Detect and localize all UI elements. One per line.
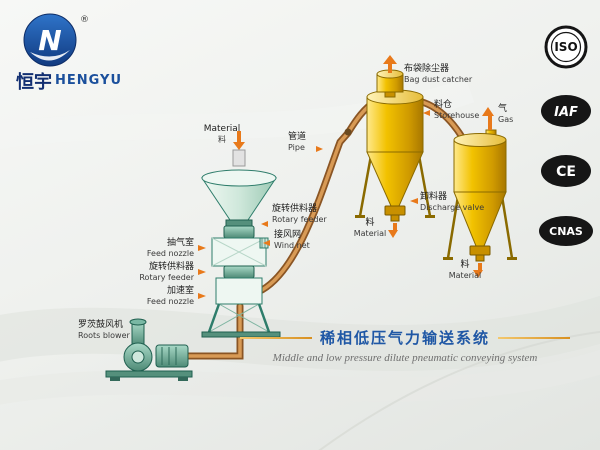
- label-line-2: Roots blower: [78, 330, 130, 340]
- label-line-2: Wind net: [274, 240, 310, 250]
- logo-swoosh: [30, 50, 70, 61]
- label-storehouse: 料仓 Storehouse: [434, 100, 506, 120]
- vessel2-body: [453, 139, 507, 193]
- label-rotary-feeder-left: 旋转供料器 Rotary feeder: [112, 262, 194, 282]
- flow-arrows: [198, 55, 494, 299]
- label-line-1: 罗茨鼓风机: [78, 320, 124, 330]
- brand-name-chinese: 恒宇: [16, 72, 52, 93]
- caption-title-english: Middle and low pressure dilute pneumatic…: [272, 352, 538, 364]
- caption-title-chinese: 稀相低压气力输送系统: [320, 329, 491, 347]
- label-line-1: 料: [365, 218, 375, 228]
- label-line-1: 料仓: [434, 100, 453, 110]
- conveying-pipes: [184, 96, 466, 360]
- label-line-1: 旋转供料器: [148, 262, 194, 272]
- label-line-1: Material: [203, 124, 241, 134]
- material-outlet-arrow-2-icon: [473, 263, 483, 278]
- label-gas: 气 Gas: [498, 104, 538, 124]
- roots-blower-machine: [105, 318, 193, 381]
- label-line-2: Discharge valve: [420, 202, 485, 212]
- badge-iaf: IAF: [541, 95, 591, 127]
- badge-cnas: CNAS: [539, 216, 593, 246]
- gas-outlet-arrow-icon: [482, 107, 494, 130]
- label-material-inlet: Material 料: [196, 124, 248, 144]
- label-line-1: 布袋除尘器: [404, 64, 450, 74]
- label-discharge-valve: 卸料器 Discharge valve: [420, 192, 506, 212]
- material-inlet-arrow-icon: [233, 131, 245, 150]
- label-line-1: 卸料器: [420, 192, 448, 202]
- brand-name-english: HENGYU: [55, 73, 122, 88]
- certification-badges: ISO IAF CE CNAS: [539, 25, 593, 246]
- label-pipe: 管道 Pipe: [288, 132, 320, 152]
- logo-letter: N: [38, 24, 61, 57]
- cyclone-vessel-2: [443, 129, 517, 262]
- label-line-1: 抽气室: [166, 238, 194, 248]
- label-rotary-feeder-right: 旋转供料器 Rotary feeder: [272, 204, 356, 224]
- label-line-1: 料: [460, 260, 470, 270]
- label-wind-net: 接风网 Wind net: [274, 230, 338, 250]
- label-line-1: 气: [498, 104, 508, 114]
- vessel1-cone: [366, 151, 424, 207]
- material-inlet-pipe: [232, 149, 246, 167]
- blower-motor: [155, 344, 189, 368]
- label-suction-chamber: 抽气室 Feed nozzle: [128, 238, 194, 258]
- label-material-vessel1: 料 Material: [344, 218, 396, 238]
- label-bag-dust-catcher: 布袋除尘器 Bag dust catcher: [404, 64, 496, 84]
- label-line-2: Rotary feeder: [139, 272, 194, 282]
- feeder-assembly: [201, 149, 281, 338]
- rotary-feeder-upper: [223, 225, 255, 239]
- badge-iso: ISO: [544, 25, 588, 69]
- cyclone-vessel-1: [355, 69, 435, 222]
- brand-logo: N ®: [23, 13, 89, 67]
- label-pointer-icons: [198, 110, 430, 299]
- caption-title-row: 稀相低压气力输送系统: [240, 327, 571, 348]
- label-line-2: Storehouse: [434, 110, 480, 120]
- rotary-feeder-lower: [223, 265, 255, 279]
- logo-circle: [23, 13, 77, 67]
- bag-dust-outlet-arrow-icon: [383, 55, 397, 73]
- label-line-2: Pipe: [288, 142, 305, 152]
- vessel1-body: [366, 96, 424, 153]
- badge-cnas-label: CNAS: [549, 225, 583, 238]
- label-line-1: 旋转供料器: [272, 204, 318, 214]
- label-line-2: 料: [218, 134, 226, 144]
- caption-block: 稀相低压气力输送系统 Middle and low pressure dilut…: [240, 327, 571, 364]
- badge-ce: CE: [541, 155, 591, 187]
- caption-rule-left: [240, 336, 312, 339]
- label-line-2: Gas: [498, 114, 514, 124]
- label-line-2: Material: [353, 228, 387, 238]
- label-line-2: Bag dust catcher: [404, 74, 473, 84]
- vessel2-discharge-valve-unit: [469, 245, 491, 256]
- acceleration-chamber-box: [215, 277, 263, 305]
- label-line-2: Material: [448, 270, 482, 280]
- badge-iso-label: ISO: [554, 40, 577, 54]
- badge-ce-label: CE: [556, 164, 576, 180]
- label-acceleration-chamber: 加速室 Feed nozzle: [128, 286, 194, 306]
- label-line-2: Feed nozzle: [146, 248, 194, 258]
- pipe-junction: [344, 128, 352, 136]
- badge-iaf-label: IAF: [554, 105, 578, 120]
- caption-rule-right: [498, 336, 571, 339]
- label-material-vessel2: 料 Material: [436, 260, 494, 280]
- material-outlet-arrow-1-icon: [388, 223, 398, 238]
- label-line-2: Feed nozzle: [146, 296, 194, 306]
- label-roots-blower: 罗茨鼓风机 Roots blower: [78, 320, 136, 340]
- label-line-1: 加速室: [166, 286, 194, 296]
- discharge-valve-unit: [384, 205, 406, 216]
- label-line-2: Rotary feeder: [272, 214, 327, 224]
- registered-mark: ®: [80, 15, 89, 25]
- label-line-1: 管道: [288, 132, 307, 142]
- label-line-1: 接风网: [274, 230, 302, 240]
